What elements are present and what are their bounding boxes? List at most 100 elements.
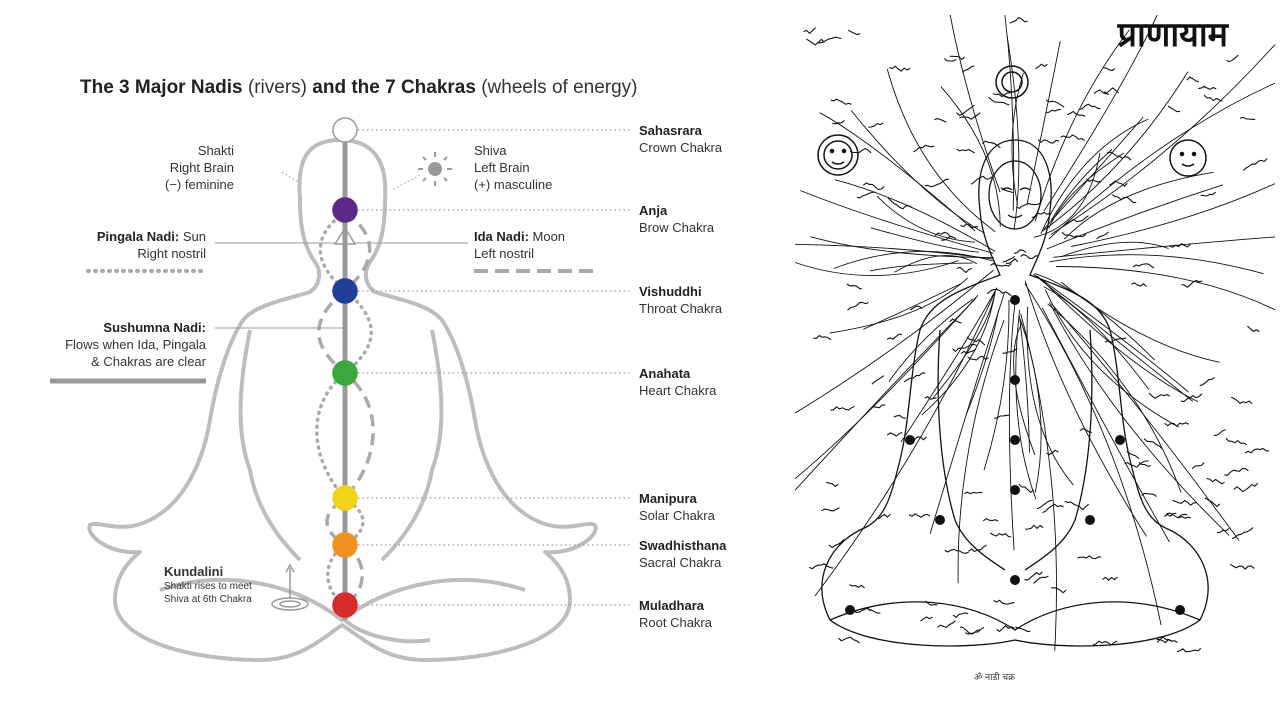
chakra-label-muladhara: Muladhara Root Chakra <box>639 597 712 631</box>
script-mark <box>1164 512 1177 517</box>
nadi-line <box>1056 266 1276 311</box>
script-mark <box>1181 280 1203 288</box>
chakra-knot <box>1085 515 1095 525</box>
nadi-line <box>888 298 974 382</box>
script-mark <box>949 55 966 61</box>
script-mark <box>987 288 1012 297</box>
script-mark <box>1086 178 1102 183</box>
ida-line1: Moon <box>528 229 566 244</box>
script-mark <box>1046 449 1059 456</box>
script-mark <box>988 96 1010 106</box>
chakra-dot-vishuddhi <box>332 278 358 304</box>
script-mark <box>1199 377 1215 387</box>
script-mark <box>1224 467 1249 476</box>
chakra-name: Anahata <box>639 366 691 381</box>
nadi-line <box>1006 35 1020 230</box>
chakra-label-manipura: Manipura Solar Chakra <box>639 490 715 524</box>
chakra-name: Anja <box>639 203 668 218</box>
manuscript-legs <box>829 601 1201 631</box>
script-mark <box>937 620 956 629</box>
script-mark <box>924 395 937 400</box>
nadi-line <box>949 14 1001 193</box>
nadi-line <box>894 255 978 273</box>
nadi-line <box>1011 72 1024 205</box>
nadi-line <box>1040 118 1149 234</box>
script-mark <box>1104 337 1127 343</box>
script-mark <box>992 92 1011 98</box>
nadi-line <box>863 283 961 330</box>
script-mark <box>1138 461 1151 467</box>
nadi-line <box>829 277 969 334</box>
chakra-subtitle: Root Chakra <box>639 615 712 630</box>
chakra-dot-sahasrara <box>332 117 358 143</box>
nadi-line <box>1008 303 1016 551</box>
script-mark <box>1242 158 1268 171</box>
nadi-line <box>1034 29 1130 222</box>
script-mark <box>1156 636 1173 643</box>
manuscript-moon-medallion <box>1169 139 1207 177</box>
title-part-chakras: and the 7 Chakras <box>312 77 476 98</box>
chakra-name: Muladhara <box>639 598 705 613</box>
script-mark <box>989 532 1012 538</box>
nadi-line <box>932 292 996 399</box>
script-mark <box>1226 54 1239 63</box>
script-mark <box>924 600 938 606</box>
script-mark <box>996 625 1015 633</box>
script-mark <box>1002 347 1018 354</box>
chakra-label-vishuddhi: Vishuddhi Throat Chakra <box>639 283 722 317</box>
chakra-knot <box>1010 435 1020 445</box>
chakra-knot <box>1010 575 1020 585</box>
script-mark <box>1106 151 1132 161</box>
script-mark <box>828 539 845 549</box>
manuscript-sun-medallion <box>817 134 859 176</box>
nadi-line <box>869 262 973 272</box>
script-mark <box>1092 640 1118 646</box>
chakra-subtitle: Crown Chakra <box>639 140 723 155</box>
script-mark <box>1124 460 1149 468</box>
nadi-line <box>1024 283 1162 626</box>
script-mark <box>966 336 986 346</box>
script-mark <box>941 235 957 241</box>
script-mark <box>1167 105 1181 113</box>
nadi-line <box>1020 313 1057 651</box>
script-mark <box>993 599 1015 605</box>
script-mark <box>1176 647 1202 653</box>
script-mark <box>956 148 975 154</box>
chakra-label-anja: Anja Brow Chakra <box>639 202 714 236</box>
script-mark <box>1186 76 1199 83</box>
chakra-label-swadhisthana: Swadhisthana Sacral Chakra <box>639 537 726 571</box>
script-mark <box>956 104 975 117</box>
script-mark <box>1077 555 1102 560</box>
nadi-line <box>929 293 1005 534</box>
nadi-line <box>876 195 976 243</box>
script-mark <box>1200 191 1216 197</box>
script-mark <box>1229 563 1255 570</box>
script-mark <box>893 414 906 419</box>
script-mark <box>1066 110 1086 117</box>
script-mark <box>1103 87 1120 94</box>
script-mark <box>943 58 957 62</box>
script-mark <box>1206 477 1225 485</box>
script-mark <box>1045 108 1061 113</box>
diagram-title: The 3 Major Nadis (rivers) and the 7 Cha… <box>80 77 638 99</box>
nadi-line <box>833 251 994 269</box>
script-mark <box>1102 576 1118 581</box>
nadi-line <box>900 287 998 443</box>
chakra-knot <box>1010 375 1020 385</box>
chakra-dot-anja <box>332 197 358 223</box>
nadi-line <box>794 269 994 414</box>
script-mark <box>1240 116 1256 120</box>
nadi-line <box>834 179 996 252</box>
script-mark <box>982 140 1001 149</box>
script-mark <box>1178 515 1192 519</box>
script-mark <box>952 343 977 353</box>
script-mark <box>868 122 884 128</box>
script-mark <box>803 27 816 35</box>
manuscript-right-arm <box>1024 329 1093 571</box>
chakra-knot <box>935 515 945 525</box>
nadi-line <box>794 243 992 260</box>
script-mark <box>1000 187 1014 194</box>
sushumna-label: Sushumna Nadi: Flows when Ida, Pingala &… <box>65 319 206 370</box>
pranayama-manuscript: प्राणायाम ॐ नाडी चक्र <box>790 0 1280 720</box>
shakti-label: Shakti Right Brain (−) feminine <box>165 142 234 193</box>
